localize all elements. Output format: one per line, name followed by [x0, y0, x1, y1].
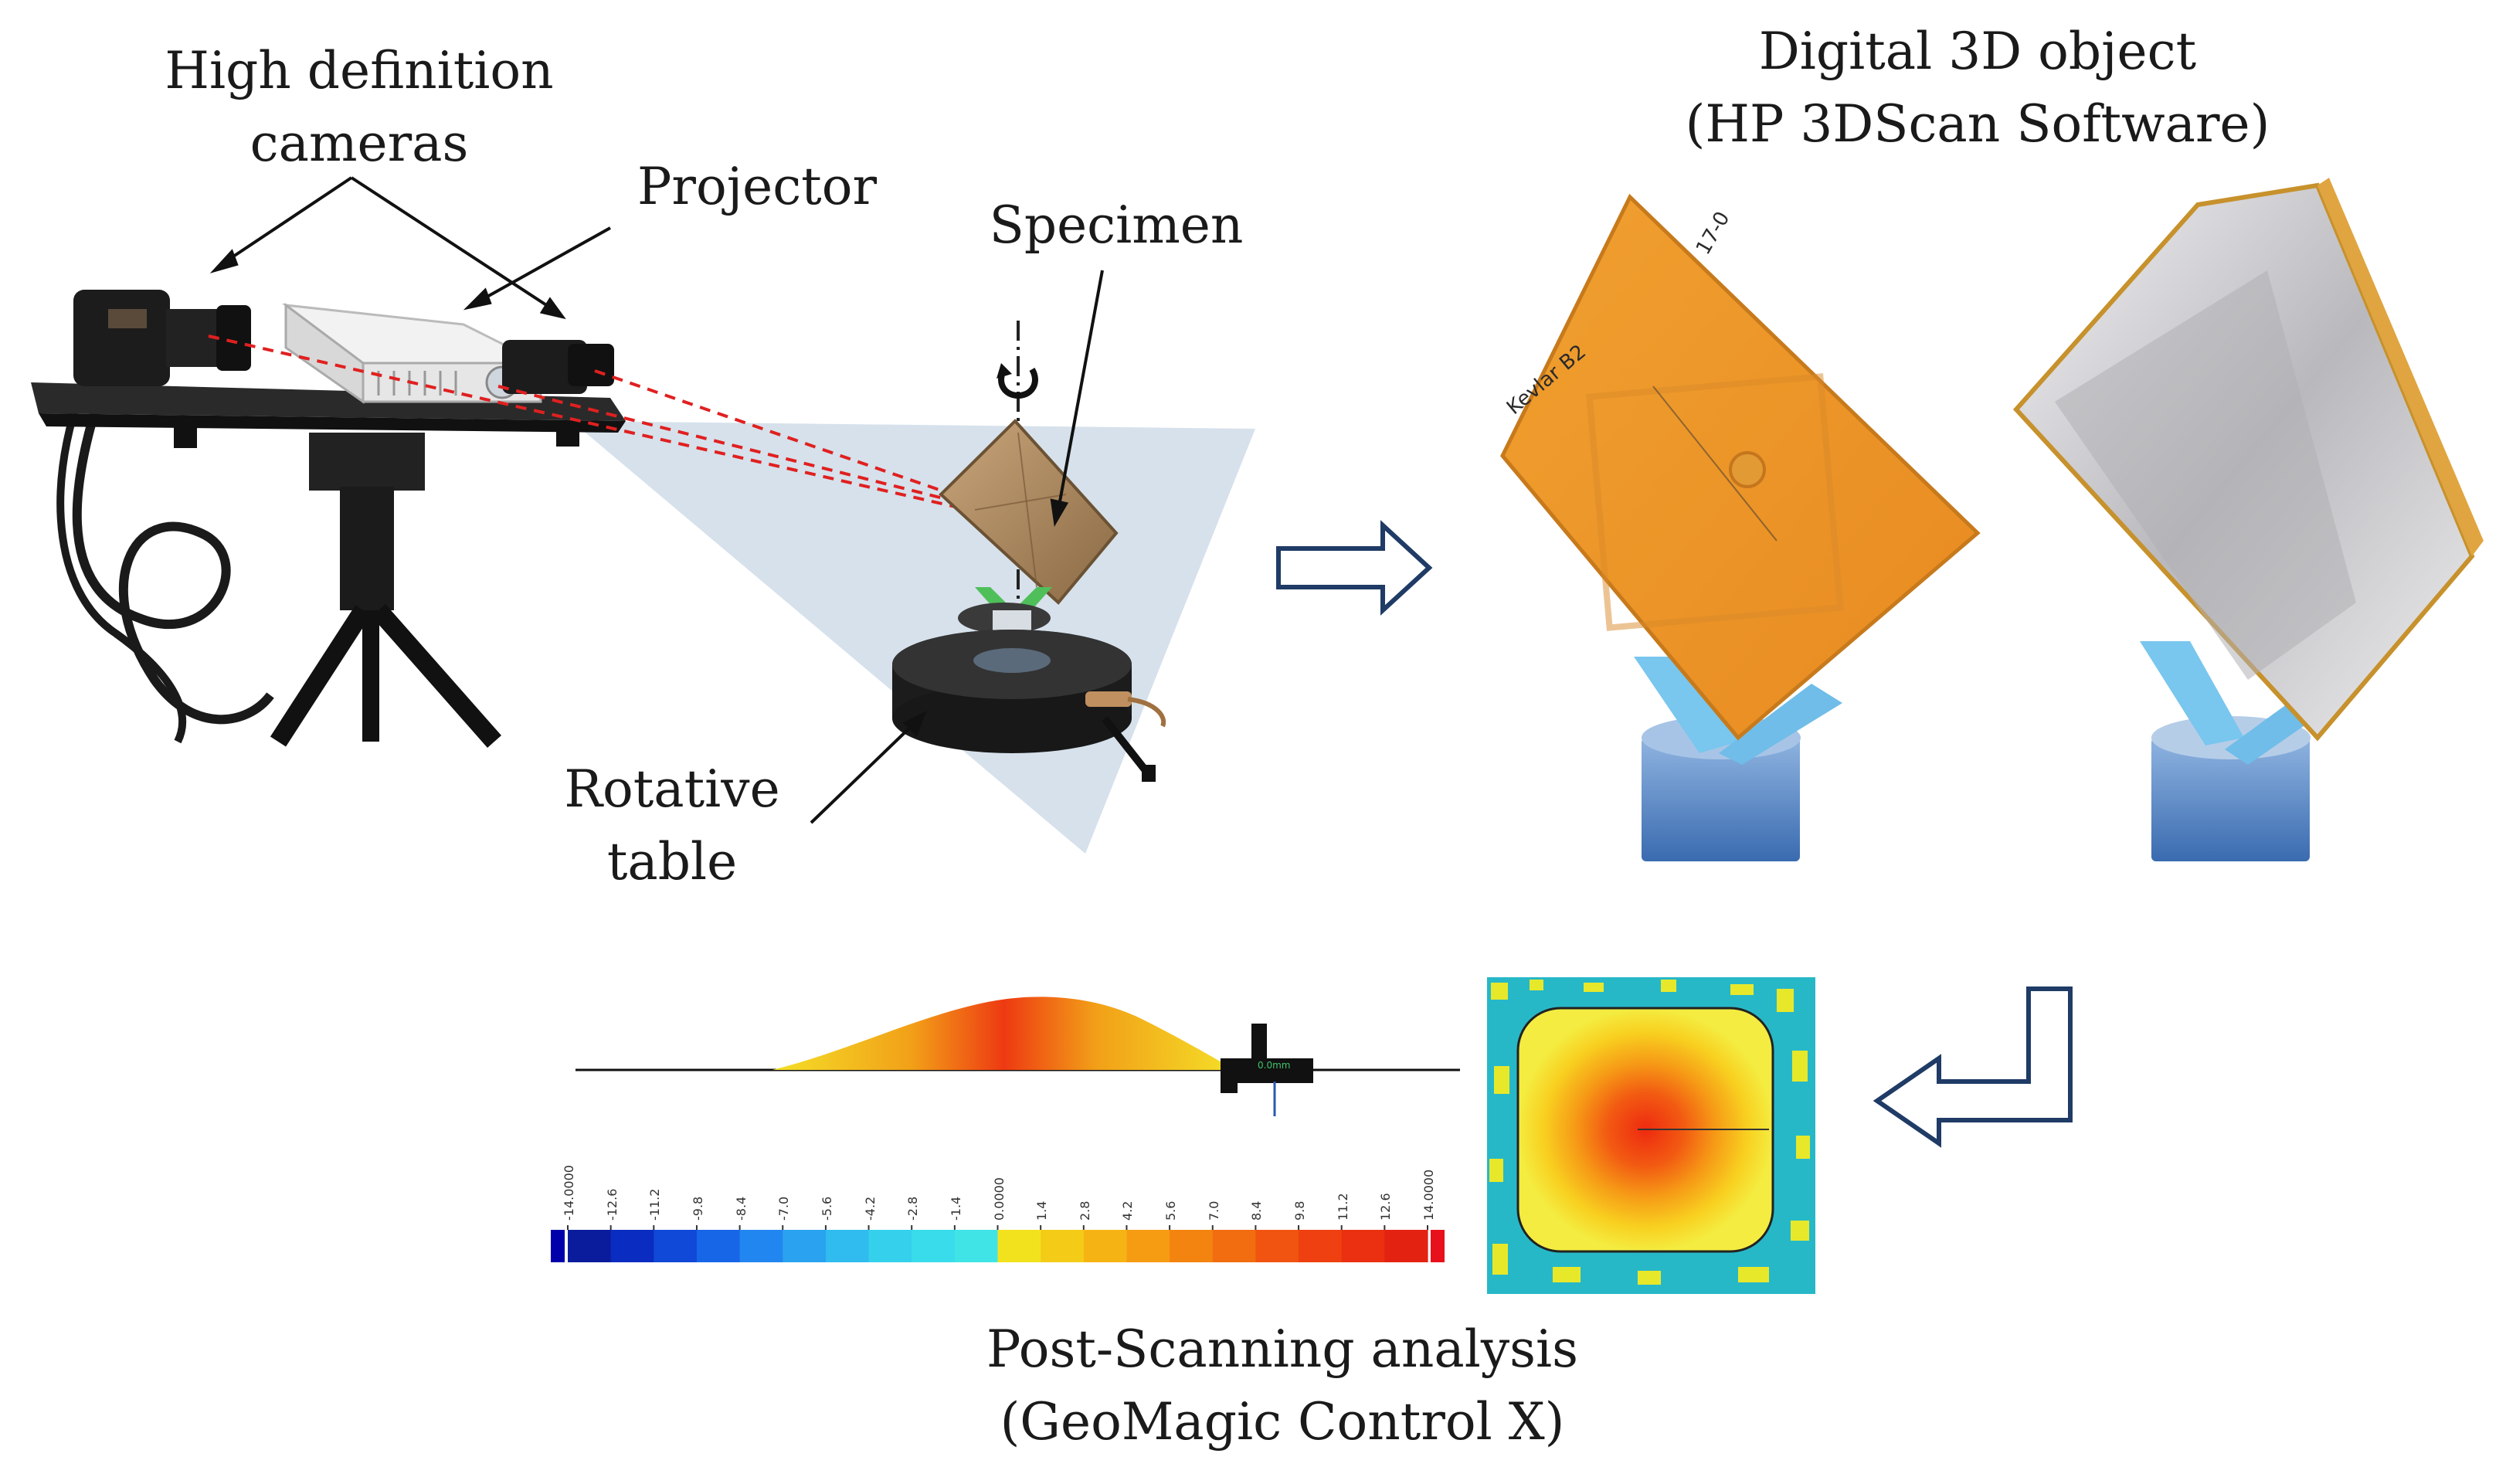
colorbar-tick-label: 2.8: [1077, 1200, 1092, 1221]
colorbar-segment: [1083, 1230, 1128, 1262]
colorbar-segment: [568, 1230, 612, 1262]
colorbar-tick-label: -2.8: [905, 1196, 921, 1221]
colorbar-segment: [783, 1230, 827, 1262]
colorbar-tick-label: 12.6: [1378, 1193, 1394, 1221]
cameras-label: High definition cameras: [165, 41, 554, 173]
colorbar-segment: [1341, 1230, 1385, 1262]
colorbar-tick-label: -5.6: [819, 1196, 834, 1221]
colorbar-segment: [1212, 1230, 1256, 1262]
colorbar-segment: [825, 1230, 870, 1262]
colorbar-tick-label: -14.0000: [562, 1165, 576, 1221]
colorbar-tick-label: -9.8: [690, 1196, 705, 1221]
colorbar-tick-label: 11.2: [1335, 1193, 1350, 1221]
flow-arrow-right-icon: [1276, 520, 1433, 616]
colorbar-segment: [1255, 1230, 1299, 1262]
colorbar-segment: [1041, 1230, 1085, 1262]
deviation-heatmap: [1487, 977, 1815, 1294]
specimen-label: Specimen: [989, 195, 1244, 255]
colorbar-end-min: [551, 1230, 565, 1262]
cross-section-profile: [576, 997, 1460, 1116]
colorbar-segment: [739, 1230, 783, 1262]
digital-object-title: Digital 3D object (HP 3DScan Software): [1685, 22, 2270, 154]
colorbar-segment: [654, 1230, 698, 1262]
camera-rail: [31, 382, 626, 448]
rotative-table-label: Rotative table: [564, 759, 780, 891]
rotation-arrow-icon: [998, 367, 1038, 399]
scan-silver-object: [2012, 178, 2484, 861]
scan-orange-object: [1500, 193, 1981, 861]
colorbar-tick-label: 9.8: [1292, 1200, 1308, 1221]
rotative-table-illustration: [892, 603, 1166, 782]
label-arrows: [209, 176, 1104, 824]
colorbar-segment: [696, 1230, 741, 1262]
colorbar-segment: [1126, 1230, 1170, 1262]
colorbar-segment: [1170, 1230, 1214, 1262]
colorbar-tick-label: 5.6: [1163, 1200, 1179, 1221]
colorbar-segment: [610, 1230, 654, 1262]
colorbar-tick-label: 1.4: [1034, 1200, 1050, 1221]
tripod-illustration: [56, 361, 501, 748]
colorbar-end-max: [1431, 1230, 1445, 1262]
colorbar-tick-label: 14.0000: [1421, 1169, 1436, 1221]
colorbar: [551, 1225, 1445, 1262]
colorbar-segment: [868, 1230, 912, 1262]
colorbar-tick-label: -7.0: [776, 1196, 792, 1221]
colorbar-segment: [954, 1230, 999, 1262]
colorbar-tick-label: 4.2: [1120, 1200, 1136, 1221]
left-camera-illustration: [73, 290, 251, 386]
colorbar-segment: [912, 1230, 956, 1262]
colorbar-tick-label: -4.2: [862, 1196, 878, 1221]
colorbar-tick-label: -11.2: [647, 1188, 663, 1221]
colorbar-segment: [997, 1230, 1041, 1262]
colorbar-segment: [1384, 1230, 1428, 1262]
post-scanning-title: Post-Scanning analysis (GeoMagic Control…: [986, 1319, 1578, 1452]
colorbar-segment: [1299, 1230, 1343, 1262]
right-camera-illustration: [502, 340, 614, 394]
profile-tag: 0.0mm: [1258, 1060, 1291, 1071]
colorbar-tick-label: -1.4: [948, 1196, 963, 1221]
colorbar-tick-label: -12.6: [604, 1188, 620, 1221]
specimen-illustration: [939, 419, 1119, 622]
colorbar-tick-label: 0.0000: [991, 1177, 1007, 1221]
flow-arrow-down-left-icon: [1873, 987, 2073, 1148]
colorbar-tick-label: -8.4: [733, 1196, 749, 1221]
projector-label: Projector: [637, 157, 877, 216]
colorbar-tick-label: 8.4: [1249, 1200, 1265, 1221]
colorbar-tick-label: 7.0: [1206, 1200, 1221, 1221]
